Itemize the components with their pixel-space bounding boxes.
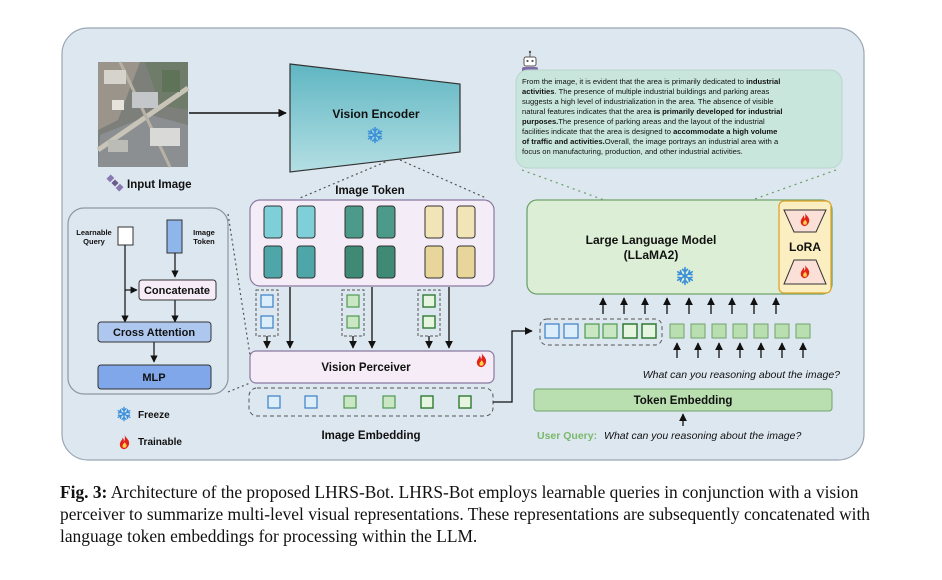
svg-text:of traffic and activities.Over: of traffic and activities.Overall, the i… xyxy=(522,137,779,146)
svg-text:facilities indicate that the a: facilities indicate that the area is des… xyxy=(522,127,777,136)
cross-attention-block xyxy=(97,321,212,343)
detail-connector-bottom xyxy=(227,382,251,393)
svg-text:purposes.The presence of parki: purposes.The presence of parking areas a… xyxy=(522,117,765,126)
satellite-icon xyxy=(106,174,124,192)
llm-bubble-connector-left xyxy=(521,169,605,201)
llm-block xyxy=(526,199,833,295)
mlp-block xyxy=(97,364,212,390)
image-embedding-cells xyxy=(267,395,472,409)
response-text: From the image, it is evident that the a… xyxy=(522,77,782,156)
image-token-block-small xyxy=(166,219,183,254)
figure-label: Fig. 3: xyxy=(60,482,108,502)
svg-text:From the image, it is evident: From the image, it is evident that the a… xyxy=(522,77,780,86)
token-embedding-block xyxy=(533,388,833,412)
llm-input-tokens xyxy=(544,323,811,339)
vision-encoder-block xyxy=(289,63,461,173)
detail-connector-top xyxy=(227,213,251,356)
response-bubble xyxy=(515,69,843,169)
perceiver-query-columns xyxy=(255,289,441,337)
llm-image-token-group xyxy=(539,318,663,346)
architecture-diagram: Input Image Vision Encoder Image Token xyxy=(61,27,865,461)
vision-perceiver-block xyxy=(249,350,495,384)
input-aerial-image xyxy=(96,61,190,168)
token-to-perceiver-arrows xyxy=(263,287,453,349)
image-token-small-label-2: Token xyxy=(193,237,215,246)
user-query-line: User Query: What can you reasoning about… xyxy=(537,430,801,442)
token-embedding-label: Token Embedding xyxy=(634,395,733,407)
svg-text:suggests a high level of indus: suggests a high level of industrializati… xyxy=(522,97,773,106)
vision-encoder-label: Vision Encoder xyxy=(332,107,419,121)
svg-text:activities. The presence of mu: activities. The presence of multiple ind… xyxy=(522,87,769,96)
image-token-small-label-1: Image xyxy=(193,228,215,237)
concatenate-block xyxy=(138,279,217,301)
image-token-label: Image Token xyxy=(335,185,404,197)
figure-caption-text: Architecture of the proposed LHRS-Bot. L… xyxy=(60,482,870,546)
learnable-query-block xyxy=(117,226,134,246)
cross-attention-label: Cross Attention xyxy=(113,327,195,339)
image-token-grid xyxy=(263,205,476,279)
figure-caption: Fig. 3: Architecture of the proposed LHR… xyxy=(60,481,900,547)
svg-text:natural features indicates tha: natural features indicates that the area… xyxy=(522,107,782,116)
user-query-text: What can you reasoning about the image? xyxy=(604,430,801,442)
embedding-to-llm-arrow xyxy=(493,327,533,403)
legend-trainable-label: Trainable xyxy=(138,437,182,448)
learnable-query-label-2: Query xyxy=(83,237,106,246)
mlp-label: MLP xyxy=(142,372,165,384)
encoder-token-connector-left xyxy=(299,159,391,199)
llm-label-line2: (LLaMA2) xyxy=(624,248,679,262)
lora-label: LoRA xyxy=(789,240,821,254)
user-query-prefix: User Query: xyxy=(537,430,597,442)
learnable-query-label-1: Learnable xyxy=(76,228,111,237)
image-embedding-label: Image Embedding xyxy=(321,430,420,442)
svg-text:focus on manufacturing, produc: focus on manufacturing, production, and … xyxy=(522,147,743,156)
vision-perceiver-label: Vision Perceiver xyxy=(321,362,411,374)
legend-freeze-label: Freeze xyxy=(138,410,170,421)
detail-arrows xyxy=(121,245,179,363)
query-text: What can you reasoning about the image? xyxy=(643,369,840,381)
concatenate-label: Concatenate xyxy=(144,285,210,297)
llm-input-arrows xyxy=(599,297,780,314)
perceiver-detail-box xyxy=(67,207,229,395)
input-image-label: Input Image xyxy=(127,179,192,191)
query-to-token-arrows xyxy=(673,342,807,358)
encoder-token-connector-right xyxy=(399,159,487,199)
llm-label-line1: Large Language Model xyxy=(586,233,717,247)
